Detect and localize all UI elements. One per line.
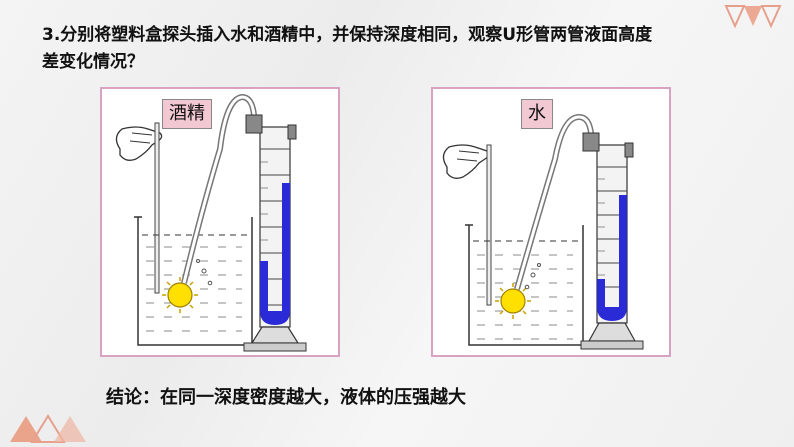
- u-tube-liquid-right: [619, 195, 627, 309]
- experiment-panel-water: 水: [431, 87, 671, 357]
- experiment-illustration-alcohol: [115, 93, 307, 352]
- u-tube-stand: [587, 322, 637, 342]
- probe-box: [500, 288, 526, 314]
- u-tube-liquid-right: [282, 183, 290, 313]
- conclusion-text: 结论：在同一深度密度越大，液体的压强越大: [106, 387, 466, 408]
- beaker: [468, 225, 584, 346]
- probe-rod: [486, 144, 492, 306]
- experiment-illustration-water: [442, 113, 644, 350]
- u-tube-liquid-left: [597, 279, 605, 309]
- rubber-tube: [514, 113, 594, 290]
- probe-box: [167, 282, 193, 308]
- hand-illustration: [442, 144, 490, 179]
- beaker: [137, 217, 253, 346]
- panel-label-water: 水: [521, 99, 553, 129]
- u-tube-stand: [250, 326, 300, 344]
- corner-decoration-bottom-left: [10, 414, 86, 443]
- panel-label-alcohol: 酒精: [162, 99, 212, 129]
- experiment-panel-alcohol: 酒精: [100, 87, 340, 357]
- corner-decoration-top-right: [724, 5, 782, 29]
- question-text: 3.分别将塑料盒探头插入水和酒精中，并保持深度相同，观察U形管两管液面高度差变化…: [42, 25, 653, 72]
- u-tube-liquid-left: [260, 261, 268, 313]
- probe-rod: [154, 122, 160, 294]
